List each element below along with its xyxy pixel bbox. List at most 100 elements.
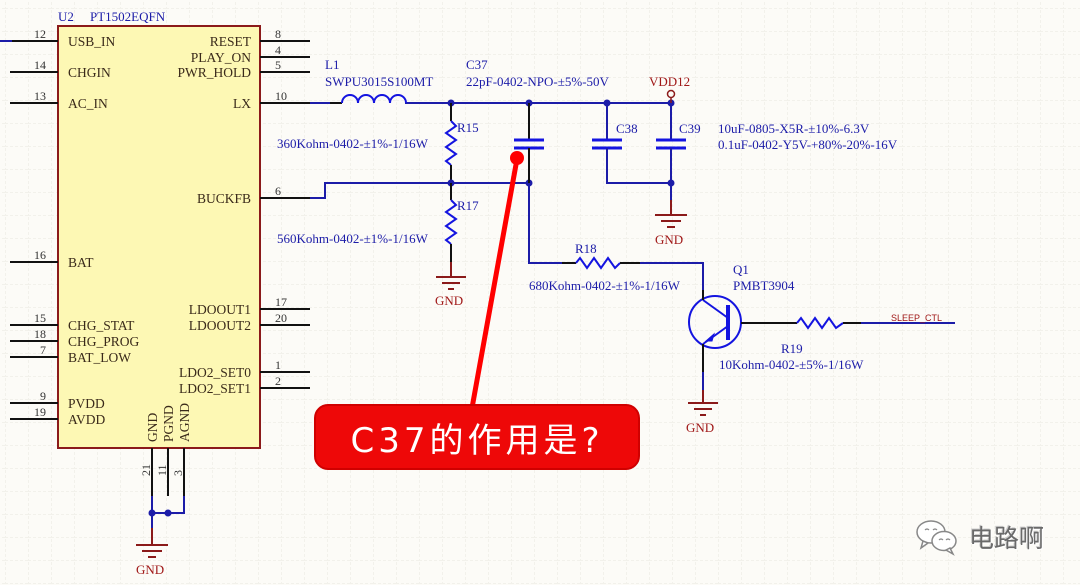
pin-name-pgnd: PGND	[161, 405, 176, 442]
pin-name-gnd: GND	[145, 413, 160, 442]
ic-body[interactable]	[57, 25, 261, 449]
ic-part-number: PT1502EQFN	[90, 9, 166, 24]
pin-name: PWR_HOLD	[178, 65, 252, 80]
q1-base-bias-net[interactable]	[528, 183, 704, 290]
r18-value: 680Kohm-0402-±1%-1/16W	[529, 278, 681, 293]
sleep-ctl-net[interactable]: SLEEP_CTL	[861, 313, 955, 324]
c38-designator: C38	[616, 121, 638, 136]
r18-designator: R18	[575, 241, 597, 256]
pin-name: CHG_PROG	[68, 334, 140, 349]
pin-number: 4	[275, 43, 281, 57]
resistor-r18[interactable]: R18 680Kohm-0402-±1%-1/16W	[529, 241, 681, 293]
c37-designator: C37	[466, 57, 488, 72]
annotation-question-text: C37的作用是?	[350, 420, 604, 461]
pin-number: 15	[34, 311, 46, 325]
c39-designator: C39	[679, 121, 701, 136]
pin-name: LDO2_SET1	[179, 381, 251, 396]
gnd-symbol-r17: GND	[435, 276, 466, 308]
q1-designator: Q1	[733, 262, 749, 277]
pin-name: AC_IN	[68, 96, 108, 111]
gnd-symbol-c39: GND	[655, 214, 687, 247]
vdd12-label: VDD12	[649, 74, 690, 89]
r17-designator: R17	[457, 198, 479, 213]
gnd-label: GND	[686, 420, 714, 435]
pin-num-3: 3	[171, 470, 185, 476]
c38-value: 10uF-0805-X5R-±10%-6.3V	[718, 121, 870, 136]
pin-number: 8	[275, 27, 281, 41]
pin-name: LDOOUT2	[189, 318, 251, 333]
pin-number: 16	[34, 248, 46, 262]
pin-number: 10	[275, 89, 287, 103]
pin-name: BAT	[68, 255, 94, 270]
pin-number: 9	[40, 389, 46, 403]
capacitor-c37[interactable]: C37 22pF-0402-NPO-±5%-50V	[466, 57, 610, 183]
c39-value: 0.1uF-0402-Y5V-+80%-20%-16V	[718, 137, 898, 152]
resistor-r15[interactable]: R15 360Kohm-0402-±1%-1/16W	[277, 103, 479, 183]
pin-name: PLAY_ON	[191, 50, 252, 65]
pin-number: 13	[34, 89, 46, 103]
gnd-symbol-q1: GND	[686, 402, 718, 435]
transistor-q1[interactable]: Q1 PMBT3904	[688, 262, 795, 403]
vdd12-port[interactable]: VDD12	[649, 74, 690, 103]
pin-number: 20	[275, 311, 287, 325]
resistor-r17[interactable]: R17 560Kohm-0402-±1%-1/16W	[277, 183, 479, 277]
l1-designator: L1	[325, 57, 339, 72]
gnd-label: GND	[136, 562, 164, 577]
capacitor-c38[interactable]: C38	[592, 103, 671, 184]
pin-number: 1	[275, 358, 281, 372]
sleep-ctl-label: SLEEP_CTL	[891, 313, 942, 323]
pin-name: LDO2_SET0	[179, 365, 251, 380]
pin-name: BUCKFB	[197, 191, 251, 206]
pin-name: PVDD	[68, 396, 105, 411]
annotation-question-callout: C37的作用是?	[314, 404, 640, 470]
pin-number: 19	[34, 405, 46, 419]
pin-number: 18	[34, 327, 46, 341]
watermark: 电路啊	[915, 515, 1044, 559]
pin-num-21: 21	[139, 464, 153, 476]
ic-designator: U2	[58, 9, 74, 24]
pin-name: CHG_STAT	[68, 318, 135, 333]
pin-number: 6	[275, 184, 281, 198]
annotation-pointer	[469, 151, 524, 411]
capacitor-c39[interactable]: C39 10uF-0805-X5R-±10%-6.3V 0.1uF-0402-Y…	[656, 103, 898, 215]
gnd-label: GND	[435, 293, 463, 308]
r19-designator: R19	[781, 341, 803, 356]
pin-number: 2	[275, 374, 281, 388]
pin-name: BAT_LOW	[68, 350, 131, 365]
watermark-text: 电路啊	[969, 524, 1045, 553]
pin-name-agnd: AGND	[177, 403, 192, 442]
r19-value: 10Kohm-0402-±5%-1/16W	[719, 357, 864, 372]
pin-name: RESET	[210, 34, 252, 49]
pin-number: 5	[275, 58, 281, 72]
inductor-l1[interactable]: L1 SWPU3015S100MT	[325, 57, 433, 104]
resistor-r19[interactable]: R19 10Kohm-0402-±5%-1/16W	[719, 316, 864, 372]
pin-number: 12	[34, 27, 46, 41]
pin-number: 14	[34, 58, 46, 72]
r15-value: 360Kohm-0402-±1%-1/16W	[277, 136, 429, 151]
wechat-icon	[916, 520, 957, 556]
l1-value: SWPU3015S100MT	[325, 74, 433, 89]
ic-ground-net[interactable]	[148, 496, 185, 545]
